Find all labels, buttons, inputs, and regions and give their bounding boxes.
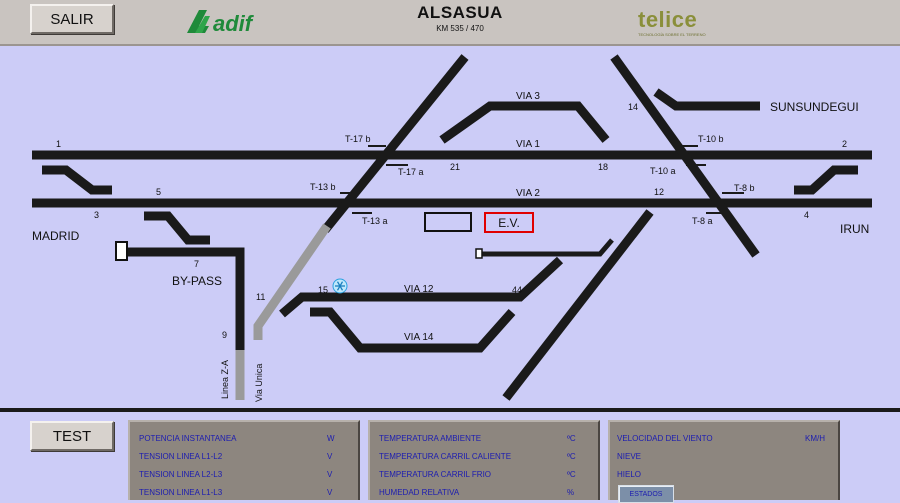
label-n1: 1 bbox=[56, 139, 61, 149]
label-via2: VIA 2 bbox=[516, 188, 540, 199]
label-n5: 5 bbox=[156, 187, 161, 197]
track-connector-7 bbox=[144, 211, 210, 245]
building-box bbox=[424, 212, 472, 232]
telice-logo-tagline: TECNOLOGÍA SOBRE EL TERRENO bbox=[638, 32, 706, 37]
telice-logo: telice TECNOLOGÍA SOBRE EL TERRENO bbox=[636, 6, 716, 38]
top-bar: SALIR adif ALSASUA KM 535 / 470 telice T… bbox=[0, 0, 900, 46]
label-madrid: MADRID bbox=[32, 229, 80, 243]
track-diagram: E.V. VIA 3 VIA 1 VIA 2 VIA 12 VIA 14 SUN… bbox=[32, 54, 872, 402]
label-n3: 3 bbox=[94, 210, 99, 220]
station-name: ALSASUA bbox=[417, 3, 503, 22]
label-t17b: T-17 b bbox=[345, 134, 371, 144]
unit-temp-ambiente: ºC bbox=[567, 434, 576, 443]
label-t8b: T-8 b bbox=[734, 183, 755, 193]
label-via3: VIA 3 bbox=[516, 91, 540, 102]
unit-temp-frio: ºC bbox=[567, 470, 576, 479]
salir-button[interactable]: SALIR bbox=[30, 4, 114, 34]
label-t13a: T-13 a bbox=[362, 216, 388, 226]
label-t13b: T-13 b bbox=[310, 182, 336, 192]
track-via-14 bbox=[310, 307, 516, 353]
track-via-3 bbox=[439, 101, 610, 144]
panel-electrical: POTENCIA INSTANTANEA W TENSION LINEA L1-… bbox=[128, 420, 360, 500]
label-tension-l1l3: TENSION LINEA L1-L3 bbox=[139, 488, 223, 497]
label-nieve: NIEVE bbox=[617, 452, 642, 461]
label-tension-l1l2: TENSION LINEA L1-L2 bbox=[139, 452, 223, 461]
track-diagonal-left bbox=[321, 54, 469, 233]
panel-temperature: TEMPERATURA AMBIENTE ºC TEMPERATURA CARR… bbox=[368, 420, 600, 500]
unit-potencia: W bbox=[327, 434, 335, 443]
label-temp-caliente: TEMPERATURA CARRIL CALIENTE bbox=[379, 452, 512, 461]
station-km: KM 535 / 470 bbox=[436, 24, 484, 33]
label-n11: 11 bbox=[256, 292, 265, 302]
label-n14: 14 bbox=[628, 102, 638, 112]
track-stub-east bbox=[480, 238, 614, 257]
track-map: E.V. VIA 3 VIA 1 VIA 2 VIA 12 VIA 14 SUN… bbox=[0, 46, 900, 408]
unit-viento: KM/H bbox=[805, 434, 825, 443]
label-t10b: T-10 b bbox=[698, 134, 724, 144]
adif-logo-mark-2 bbox=[195, 16, 210, 33]
label-n12: 12 bbox=[654, 187, 664, 197]
track-bypass bbox=[128, 247, 245, 396]
unit-tension-l1l2: V bbox=[327, 452, 333, 461]
label-temp-ambiente: TEMPERATURA AMBIENTE bbox=[379, 434, 482, 443]
telice-logo-text: telice bbox=[638, 7, 697, 32]
label-n21: 21 bbox=[450, 162, 460, 172]
ev-box[interactable] bbox=[484, 212, 534, 233]
label-via12: VIA 12 bbox=[404, 284, 434, 295]
station-title: ALSASUA KM 535 / 470 bbox=[360, 3, 560, 33]
unit-humedad: % bbox=[567, 488, 575, 497]
label-n18: 18 bbox=[598, 162, 608, 172]
label-viento: VELOCIDAD DEL VIENTO bbox=[617, 434, 713, 443]
label-n44: 44 bbox=[512, 285, 522, 295]
snowflake-icon bbox=[332, 278, 348, 294]
label-via1: VIA 1 bbox=[516, 139, 540, 150]
label-t10a: T-10 a bbox=[650, 166, 676, 176]
label-n4: 4 bbox=[804, 210, 809, 220]
unit-tension-l1l3: V bbox=[327, 488, 333, 497]
unit-temp-caliente: ºC bbox=[567, 452, 576, 461]
track-via-12 bbox=[279, 256, 564, 318]
label-irun: IRUN bbox=[840, 222, 869, 236]
label-t17a: T-17 a bbox=[398, 167, 424, 177]
adif-logo: adif bbox=[185, 6, 275, 36]
label-humedad: HUMEDAD RELATIVA bbox=[379, 488, 460, 497]
label-hielo: HIELO bbox=[617, 470, 642, 479]
panel-weather: VELOCIDAD DEL VIENTO KM/H NIEVE HIELO ES… bbox=[608, 420, 840, 503]
separator bbox=[0, 408, 900, 412]
label-bypass: BY-PASS bbox=[172, 274, 222, 288]
label-n15: 15 bbox=[318, 285, 328, 295]
track-via-unica bbox=[253, 223, 331, 340]
label-t8a: T-8 a bbox=[692, 216, 713, 226]
buffer-stub bbox=[475, 248, 483, 259]
track-via12-diagonal bbox=[502, 209, 654, 401]
label-temp-frio: TEMPERATURA CARRIL FRIO bbox=[379, 470, 492, 479]
buffer-bypass bbox=[115, 241, 128, 261]
label-ev: E.V. bbox=[498, 216, 520, 230]
label-via14: VIA 14 bbox=[404, 332, 434, 343]
track-connector-3 bbox=[42, 165, 112, 195]
label-via-unica: Via Unica bbox=[254, 364, 264, 402]
label-n2: 2 bbox=[842, 139, 847, 149]
track-sunsundegui bbox=[653, 88, 760, 111]
track-connector-t8b bbox=[794, 165, 858, 195]
label-n7: 7 bbox=[194, 259, 199, 269]
label-sunsundegui: SUNSUNDEGUI bbox=[770, 100, 859, 114]
adif-logo-text: adif bbox=[213, 11, 255, 36]
test-button[interactable]: TEST bbox=[30, 421, 114, 451]
track-diagonal-right bbox=[610, 54, 760, 258]
status-area: TEST POTENCIA INSTANTANEA W TENSION LINE… bbox=[0, 412, 900, 503]
label-linea-za: Linea Z-A bbox=[220, 360, 230, 399]
label-potencia: POTENCIA INSTANTANEA bbox=[139, 434, 237, 443]
unit-tension-l2l3: V bbox=[327, 470, 333, 479]
label-tension-l2l3: TENSION LINEA L2-L3 bbox=[139, 470, 223, 479]
label-n9: 9 bbox=[222, 330, 227, 340]
estados-button[interactable]: ESTADOS bbox=[618, 485, 674, 503]
